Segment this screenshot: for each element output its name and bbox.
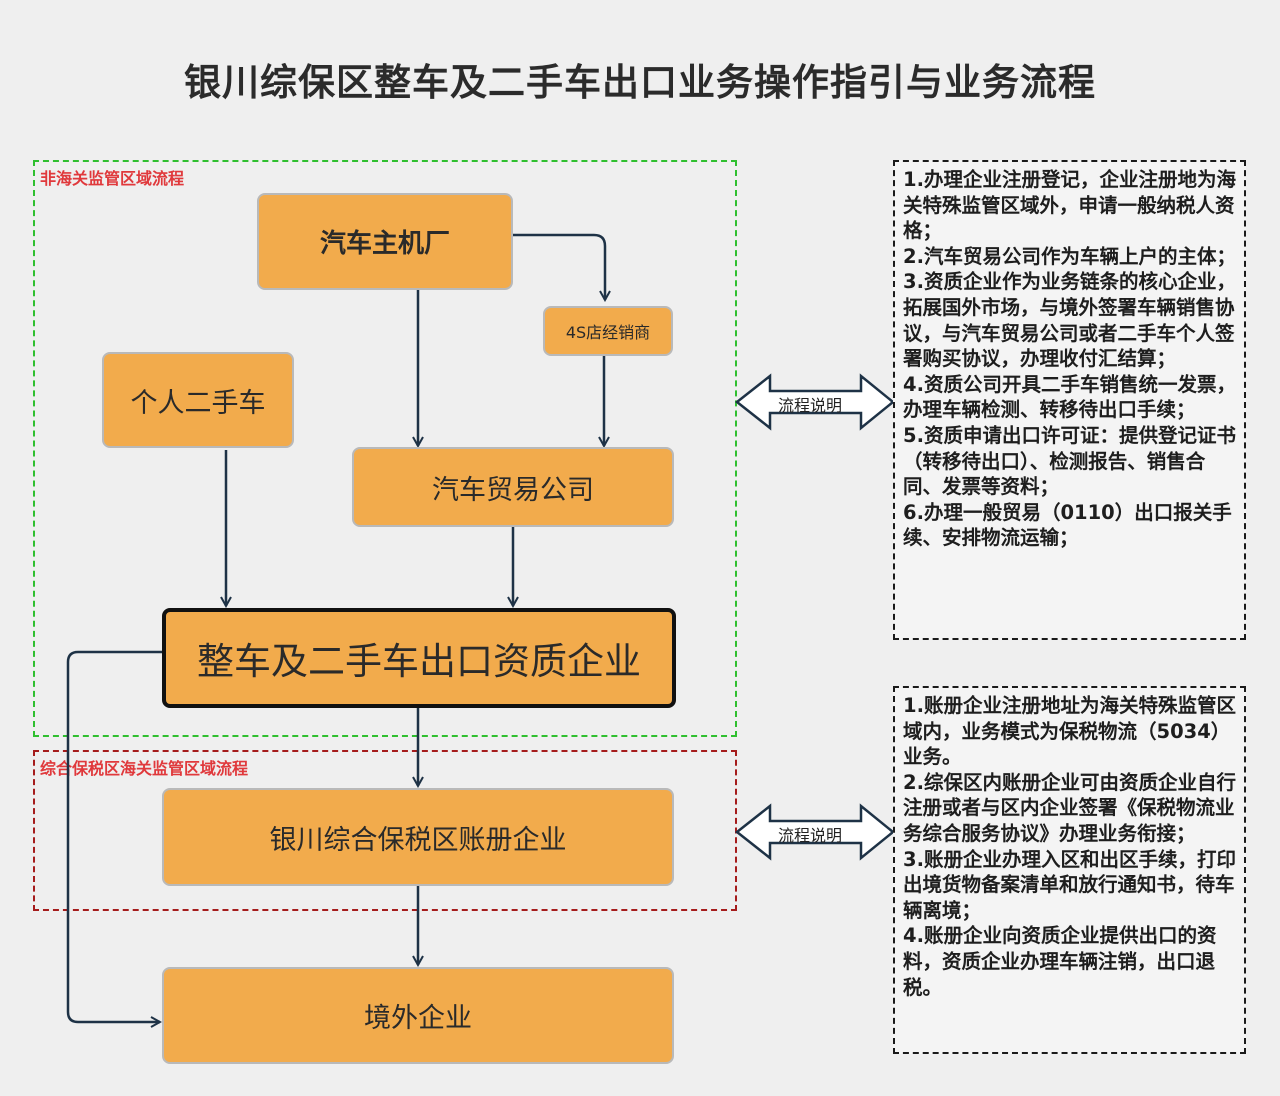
arrow-oem-to-dealer [513,233,605,300]
dealer-node: 4S店经销商 [543,306,673,356]
bonded-region [33,750,737,911]
note-item: 3.资质企业作为业务链条的核心企业，拓展国外市场，与境外签署车辆销售协议，与汽车… [903,270,1236,371]
note-item: 2.汽车贸易公司作为车辆上户的主体； [903,244,1236,268]
note-item: 3.账册企业办理入区和出区手续，打印出境货物备案清单和放行通知书，待车辆离境； [903,847,1236,922]
overseas-node: 境外企业 [162,967,674,1064]
trade-company-node: 汽车贸易公司 [352,447,674,527]
note-item: 4.账册企业向资质企业提供出口的资料，资质企业办理车辆注销，出口退税。 [903,924,1217,999]
notes-non-customs: 1.办理企业注册登记，企业注册地为海关特殊监管区域外，申请一般纳税人资格； 2.… [893,160,1246,640]
private-used-car-node: 个人二手车 [102,352,294,448]
note-item: 1.办理企业注册登记，企业注册地为海关特殊监管区域外，申请一般纳税人资格； [903,168,1236,243]
callout-label-top: 流程说明 [778,396,843,415]
note-item: 6.办理一般贸易（0110）出口报关手续、安排物流运输； [903,500,1232,550]
note-item: 5.资质申请出口许可证：提供登记证书（转移待出口）、检测报告、销售合同、发票等资… [903,423,1236,499]
note-item: 4.资质公司开具二手车销售统一发票，办理车辆检测、转移待出口手续； [903,372,1236,422]
arrow-exporter-to-overseas [66,650,162,1022]
notes-bonded: 1.账册企业注册地址为海关特殊监管区域内，业务模式为保税物流（5034）业务。 … [893,686,1246,1054]
note-item: 1.账册企业注册地址为海关特殊监管区域内，业务模式为保税物流（5034）业务。 [903,694,1236,769]
qualified-exporter-node: 整车及二手车出口资质企业 [162,608,676,708]
page-title: 银川综保区整车及二手车出口业务操作指引与业务流程 [184,61,1096,104]
bonded-region-label: 综合保税区海关监管区域流程 [40,759,249,778]
non-customs-region [33,160,737,737]
oem-node: 汽车主机厂 [257,193,513,290]
non-customs-region-label: 非海关监管区域流程 [40,169,185,188]
note-item: 2.综保区内账册企业可由资质企业自行注册或者与区内企业签署《保税物流业务综合服务… [903,770,1236,845]
callout-label-bottom: 流程说明 [778,826,843,845]
bonded-enterprise-node: 银川综合保税区账册企业 [162,788,674,886]
